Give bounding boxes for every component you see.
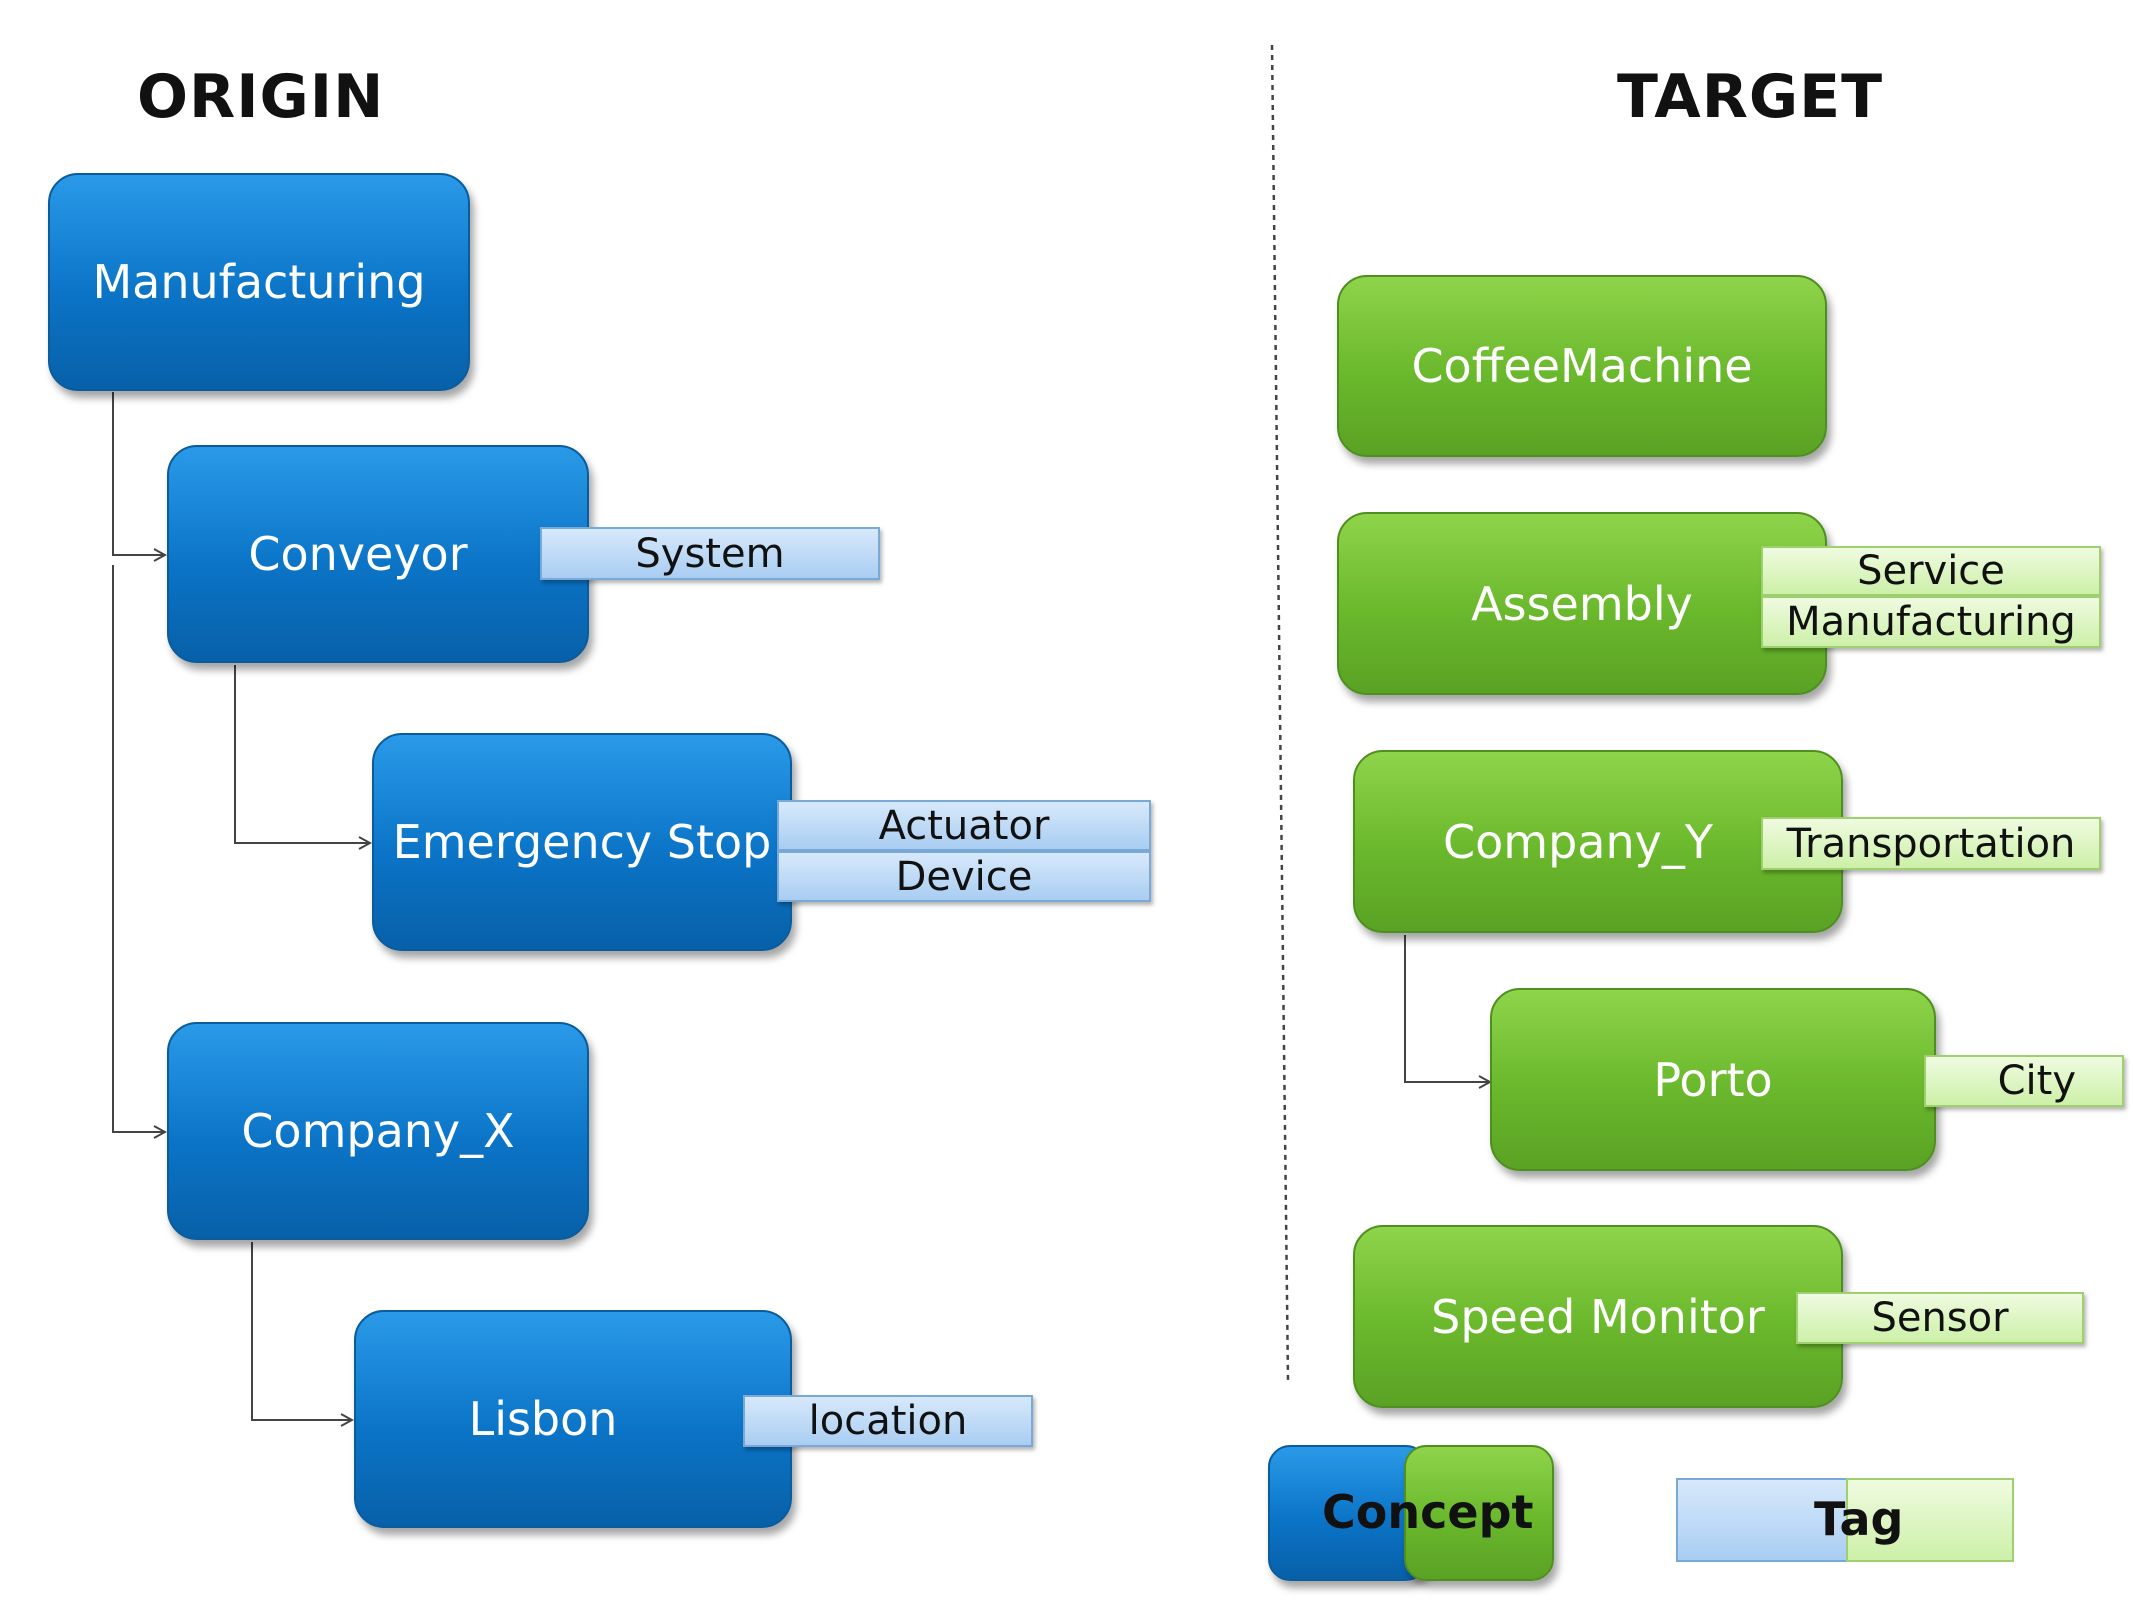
connector-manufacturing-company-x xyxy=(112,565,165,1132)
concept-label: Emergency Stop xyxy=(392,815,772,869)
concept-label: Speed Monitor xyxy=(1431,1289,1765,1344)
concept-label: Assembly xyxy=(1471,576,1693,631)
concept-lisbon: Lisbon xyxy=(354,1310,792,1528)
concept-label: Porto xyxy=(1653,1052,1773,1107)
origin-heading: ORIGIN xyxy=(137,62,385,132)
connector-company-y-porto xyxy=(1404,935,1490,1082)
concept-assembly: Assembly xyxy=(1337,512,1827,695)
concept-porto: Porto xyxy=(1490,988,1936,1171)
legend-concept: Concept xyxy=(1268,1445,1558,1583)
tag-sensor: Sensor xyxy=(1796,1292,2084,1344)
tag-city: City xyxy=(1924,1055,2124,1107)
legend-concept-target-swatch xyxy=(1404,1445,1554,1581)
concept-label: Conveyor xyxy=(248,527,468,581)
concept-label: Company_X xyxy=(241,1104,515,1158)
tag-location: location xyxy=(743,1395,1033,1447)
legend-tag-target-swatch xyxy=(1846,1478,2014,1562)
concept-label: Manufacturing xyxy=(92,255,426,309)
concept-speed-monitor: Speed Monitor xyxy=(1353,1225,1843,1408)
concept-company-y: Company_Y xyxy=(1353,750,1843,933)
concept-coffee-machine: CoffeeMachine xyxy=(1337,275,1827,457)
connector-manufacturing-conveyor xyxy=(112,392,165,555)
legend-tag: Tag xyxy=(1676,1478,2016,1564)
concept-label: Company_Y xyxy=(1443,814,1713,869)
legend-tag-origin-swatch xyxy=(1676,1478,1848,1562)
concept-emergency-stop: Emergency Stop xyxy=(372,733,792,951)
connector-company-x-lisbon xyxy=(251,1242,352,1420)
legend-tag-label: Tag xyxy=(1814,1492,1904,1546)
concept-manufacturing: Manufacturing xyxy=(48,173,470,391)
connector-conveyor-emergency-stop xyxy=(234,665,370,843)
target-heading: TARGET xyxy=(1617,62,1884,132)
section-divider xyxy=(1270,44,1290,1381)
tag-manufacturing: Manufacturing xyxy=(1761,596,2101,648)
concept-company-x: Company_X xyxy=(167,1022,589,1240)
concept-label: CoffeeMachine xyxy=(1411,339,1753,393)
tag-system: System xyxy=(540,527,880,580)
tag-actuator: Actuator xyxy=(777,800,1151,851)
tag-device: Device xyxy=(777,851,1151,902)
concept-label: Lisbon xyxy=(468,1392,618,1446)
tag-transportation: Transportation xyxy=(1761,817,2101,870)
legend-concept-origin-swatch xyxy=(1268,1445,1428,1581)
concept-conveyor: Conveyor xyxy=(167,445,589,663)
legend-concept-label: Concept xyxy=(1322,1485,1534,1539)
tag-service: Service xyxy=(1761,546,2101,596)
